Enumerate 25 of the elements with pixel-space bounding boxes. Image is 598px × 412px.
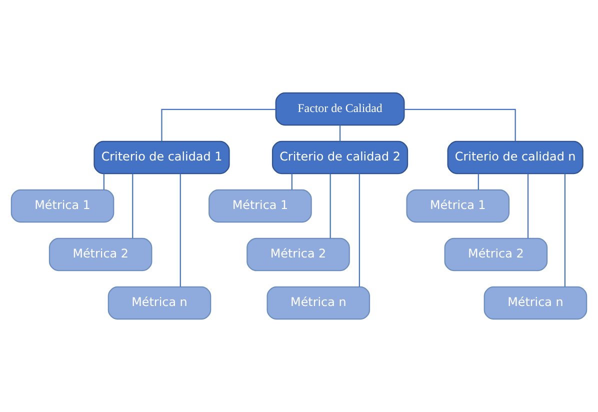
- connector: [358, 174, 360, 287]
- connector: [132, 174, 134, 238]
- connector: [291, 174, 292, 190]
- node-box: Métrica 1: [10, 189, 114, 223]
- node-box: Métrica n: [266, 286, 370, 320]
- connector: [180, 174, 181, 287]
- node-box: Criterio de calidad n: [447, 140, 584, 174]
- node-box: Métrica 2: [246, 238, 350, 272]
- node-box: Métrica n: [484, 286, 588, 320]
- connector: [527, 174, 529, 238]
- connector: [103, 174, 104, 190]
- connector: [161, 108, 276, 142]
- connector: [564, 174, 566, 287]
- connector: [339, 125, 341, 142]
- node-box: Métrica 2: [444, 238, 548, 272]
- connector: [478, 174, 479, 190]
- node-box: Criterio de calidad 2: [272, 140, 408, 174]
- node-box: Métrica 1: [208, 189, 312, 223]
- node-box: Métrica 1: [406, 189, 510, 223]
- connector: [330, 174, 331, 238]
- node-box: Métrica n: [108, 286, 212, 320]
- node-box: Métrica 2: [48, 238, 152, 272]
- connector: [404, 108, 516, 142]
- node-box: Criterio de calidad 1: [94, 140, 230, 174]
- node-box: Factor de Calidad: [275, 92, 405, 126]
